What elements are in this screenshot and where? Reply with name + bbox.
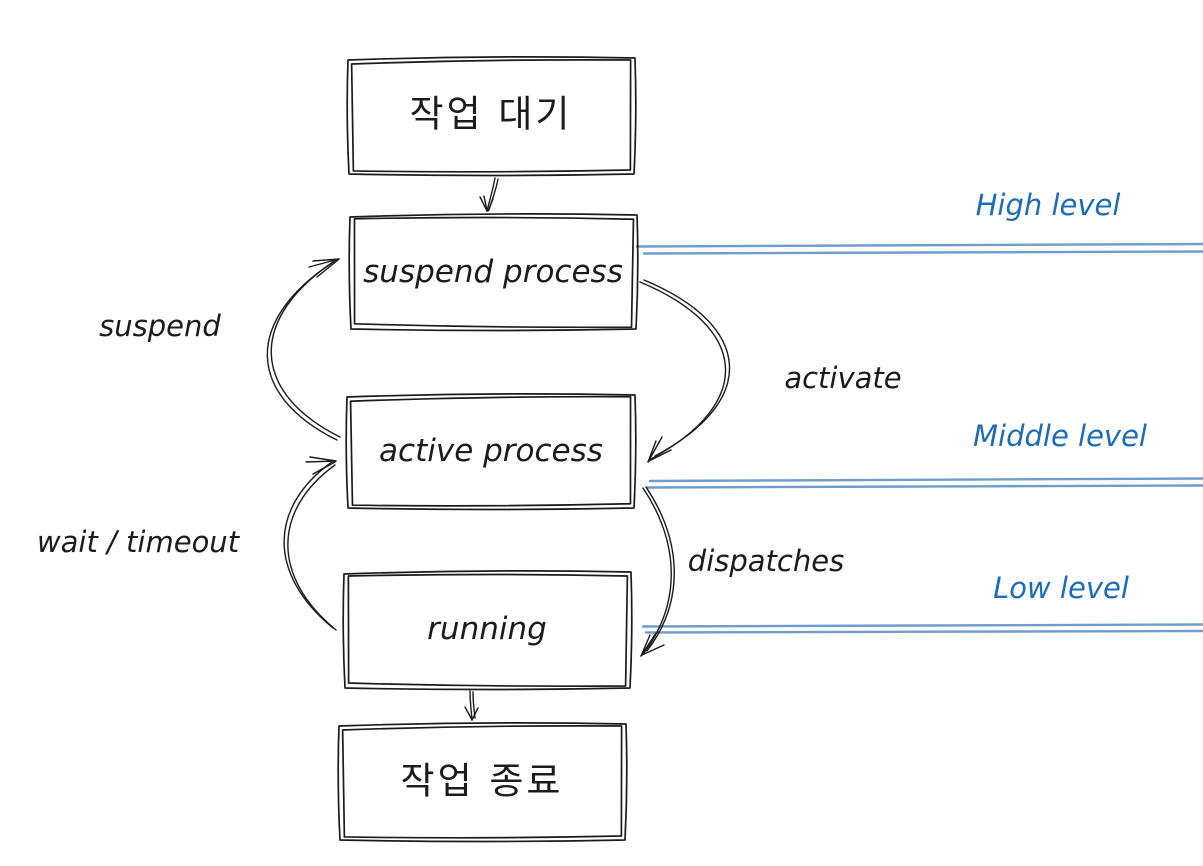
edge-suspend-label: suspend (99, 309, 221, 343)
edge-suspend-arrow (266, 258, 341, 441)
edge-activate-label: activate (784, 361, 901, 395)
level-label-high: High level (976, 188, 1121, 222)
edge-dispatches-arrow (640, 486, 675, 657)
level-label-low: Low level (993, 571, 1129, 605)
edge-wait-timeout-arrow (283, 456, 337, 631)
node-job-end: 작업 종료 (337, 722, 628, 843)
node-running-label: running (427, 611, 547, 647)
node-running: running (342, 570, 633, 691)
level-line-high (635, 242, 1203, 255)
edge-running-to-jobend-arrow (464, 690, 479, 721)
node-job-wait: 작업 대기 (346, 56, 637, 177)
level-line-middle (645, 477, 1203, 489)
node-suspend-process-label: suspend process (363, 254, 623, 290)
node-job-end-label: 작업 종료 (401, 760, 564, 803)
edge-dispatches-label: dispatches (688, 544, 844, 578)
node-suspend-process: suspend process (348, 213, 639, 332)
node-job-wait-label: 작업 대기 (410, 93, 573, 136)
edge-wait-timeout-label: wait / timeout (37, 525, 241, 559)
level-label-middle: Middle level (973, 419, 1147, 453)
edge-jobwait-to-suspend-arrow (479, 177, 499, 212)
level-line-low (641, 623, 1203, 634)
node-active-process-label: active process (379, 433, 603, 469)
node-active-process: active process (345, 393, 637, 511)
edge-activate-arrow (639, 279, 731, 463)
